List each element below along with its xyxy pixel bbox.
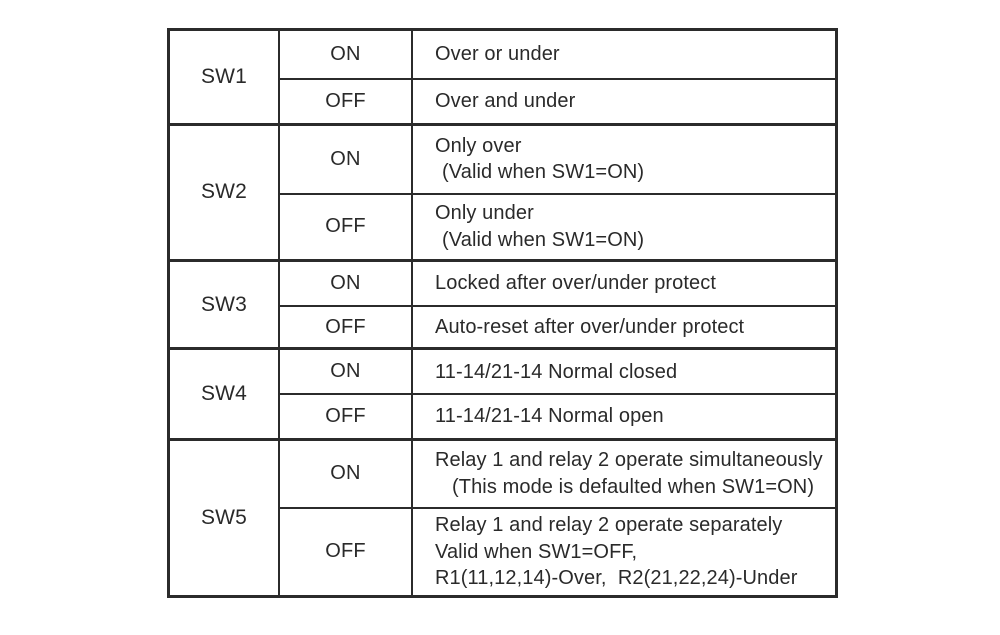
switch-description: Over and under <box>413 80 835 123</box>
description-line: 11-14/21-14 Normal closed <box>435 360 678 383</box>
description-line: Auto-reset after over/under protect <box>435 315 745 338</box>
switch-description: Locked after over/under protect <box>413 262 835 305</box>
description-line: 11-14/21-14 Normal open <box>435 405 664 428</box>
switch-description: Over or under <box>413 31 835 78</box>
switch-label-sw3: SW3 <box>170 261 280 348</box>
table-row: OFF Auto-reset after over/under protect <box>280 306 835 348</box>
description-line: Over and under <box>435 90 576 113</box>
table-row: ON Only over (Valid when SW1=ON) <box>280 125 835 195</box>
switch-label-sw5: SW5 <box>170 440 280 595</box>
table-row: ON Locked after over/under protect <box>280 261 835 307</box>
switch-state-off: OFF <box>280 395 413 438</box>
switch-description: Only over (Valid when SW1=ON) <box>413 126 835 193</box>
description-line: Only over <box>435 134 522 157</box>
switch-description: Only under (Valid when SW1=ON) <box>413 195 835 259</box>
switch-label-sw1: SW1 <box>170 31 280 123</box>
switch-label-sw2: SW2 <box>170 125 280 259</box>
switch-state-on: ON <box>280 440 413 507</box>
switch-state-on: ON <box>280 125 413 193</box>
table-row: ON Relay 1 and relay 2 operate simultaneo… <box>280 440 835 509</box>
description-line: Over or under <box>435 43 560 66</box>
switch-description: 11-14/21-14 Normal open <box>413 395 835 438</box>
switch-description: 11-14/21-14 Normal closed <box>413 350 835 393</box>
switch-description: Relay 1 and relay 2 operate simultaneous… <box>413 441 835 507</box>
switch-state-off: OFF <box>280 80 413 123</box>
description-line: (This mode is defaulted when SW1=ON) <box>452 475 815 498</box>
switch-state-off: OFF <box>280 508 413 595</box>
description-line: (Valid when SW1=ON) <box>442 161 645 183</box>
table-row: ON 11-14/21-14 Normal closed <box>280 350 835 396</box>
switch-description: Auto-reset after over/under protect <box>413 307 835 348</box>
switch-state-on: ON <box>280 31 413 78</box>
table-row: OFF 11-14/21-14 Normal open <box>280 395 835 438</box>
description-line: Relay 1 and relay 2 operate simultaneous… <box>435 449 823 472</box>
description-line: Relay 1 and relay 2 operate separately <box>435 514 783 537</box>
description-line: Locked after over/under protect <box>435 272 717 295</box>
description-line: Valid when SW1=OFF, <box>435 540 638 563</box>
description-line: Only under <box>435 202 534 225</box>
switch-state-on: ON <box>280 261 413 305</box>
table-row: OFF Only under (Valid when SW1=ON) <box>280 194 835 259</box>
switch-state-off: OFF <box>280 306 413 348</box>
switch-state-off: OFF <box>280 194 413 259</box>
description-line: (Valid when SW1=ON) <box>442 228 645 251</box>
table-row: OFF Over and under <box>280 80 835 123</box>
description-line: R1(11,12,14)-Over, R2(21,22,24)-Under <box>435 567 798 590</box>
switch-state-on: ON <box>280 350 413 394</box>
switch-state-rows: ON Relay 1 and relay 2 operate simultaneo… <box>280 440 835 595</box>
switch-label-sw4: SW4 <box>170 350 280 438</box>
table-row: ON Over or under <box>280 31 835 80</box>
